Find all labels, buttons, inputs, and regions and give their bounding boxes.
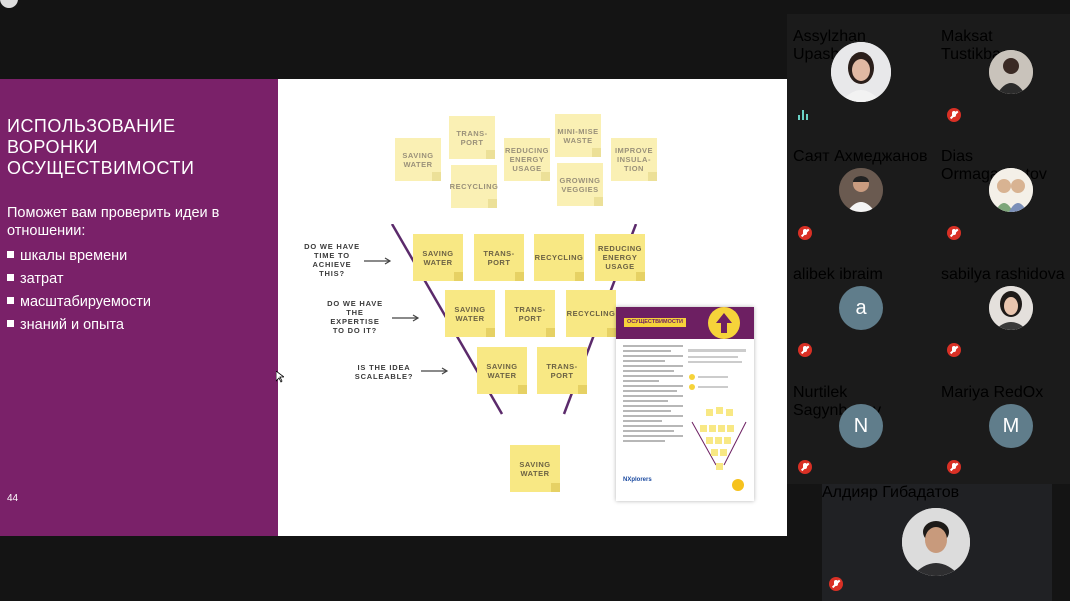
sticky-note: IMPROVE INSULA-TION [611, 138, 657, 181]
mini-funnel-graphic [688, 349, 747, 470]
sticky-note: RECYCLING [450, 165, 498, 208]
sticky-note: TRANS-PORT [449, 116, 495, 159]
worksheet-text-lines [623, 345, 683, 445]
sticky-note: RECYCLING [566, 290, 616, 337]
sticky-note: RECYCLING [534, 234, 584, 281]
sticky-note: SAVING WATER [477, 347, 527, 394]
shared-presentation-slide: ИСПОЛЬЗОВАНИЕ ВОРОНКИ ОСУЩЕСТВИМОСТИ Пом… [0, 79, 787, 536]
participant-tile[interactable]: M Mariya RedOx [941, 384, 1070, 484]
window-top-bar [0, 0, 1070, 14]
bullet-text: масштабируемости [20, 294, 151, 310]
funnel-question: DO WE HAVE THE EXPERTISE TO DO IT? [327, 299, 383, 335]
slide-title: ИСПОЛЬЗОВАНИЕ ВОРОНКИ ОСУЩЕСТВИМОСТИ [7, 116, 194, 179]
participant-tile[interactable]: N Nurtilek Sagynbayev [793, 384, 929, 484]
up-arrow-badge-icon [708, 307, 740, 339]
avatar [831, 42, 891, 102]
bullet-square-icon [7, 297, 14, 304]
sticky-note-result: SAVING WATER [510, 445, 560, 492]
participant-tile[interactable]: sabilya rashidova [941, 266, 1070, 376]
funnel-question: DO WE HAVE TIME TO ACHIEVE THIS? [304, 242, 360, 278]
sticky-note: SAVING WATER [445, 290, 495, 337]
sticky-note: REDUCING ENERGY USAGE [595, 234, 645, 281]
participant-tile[interactable]: Maksat Tustikbaev [941, 28, 1070, 138]
bullet-text: затрат [20, 271, 64, 287]
sticky-note: GROWING VEGGIES [557, 163, 603, 206]
bullet-item: шкалы времени [7, 245, 151, 268]
participant-tile[interactable]: Dias Ormaganbetov [941, 148, 1070, 258]
participant-name: Алдияр Гибадатов [822, 484, 960, 501]
slide-left-panel: ИСПОЛЬЗОВАНИЕ ВОРОНКИ ОСУЩЕСТВИМОСТИ Пом… [0, 79, 278, 536]
avatar: a [839, 286, 883, 330]
sticky-note: TRANS-PORT [537, 347, 587, 394]
microphone-muted-icon [947, 108, 961, 122]
slide-page-number: 44 [7, 493, 19, 504]
participant-tile[interactable]: Саят Ахмеджанов [793, 148, 929, 258]
mouse-cursor-icon [276, 371, 284, 383]
avatar [839, 168, 883, 212]
participant-name: alibek ibraim [793, 266, 883, 283]
slide-title-line: ИСПОЛЬЗОВАНИЕ [7, 116, 176, 136]
bullet-item: затрат [7, 268, 151, 291]
sticky-note: SAVING WATER [395, 138, 441, 181]
participant-name: Саят Ахмеджанов [793, 148, 928, 165]
slide-bullet-list: шкалы времени затрат масштабируемости зн… [7, 245, 151, 337]
microphone-muted-icon [947, 460, 961, 474]
sticky-note: TRANS-PORT [474, 234, 524, 281]
bullet-square-icon [7, 274, 14, 281]
worksheet-thumbnail: ОСУЩЕСТВИМОСТИ NXplorers [616, 307, 754, 501]
bullet-text: знаний и опыта [20, 317, 124, 333]
avatar: N [839, 404, 883, 448]
avatar: M [989, 404, 1033, 448]
funnel-question: IS THE IDEA SCALEABLE? [354, 363, 414, 381]
avatar [989, 286, 1033, 330]
slide-title-line: ВОРОНКИ [7, 137, 98, 157]
microphone-muted-icon [829, 577, 843, 591]
avatar [902, 508, 970, 576]
participants-panel [787, 14, 1070, 484]
arrow-right-icon [421, 367, 449, 375]
avatar [989, 50, 1033, 94]
microphone-muted-icon [798, 226, 812, 240]
sticky-note: MINI-MISE WASTE [555, 114, 601, 157]
bullet-text: шкалы времени [20, 248, 128, 264]
shell-logo-icon [732, 479, 744, 491]
participant-name: sabilya rashidova [941, 266, 1065, 283]
sticky-note: TRANS-PORT [505, 290, 555, 337]
slide-title-line: ОСУЩЕСТВИМОСТИ [7, 158, 195, 178]
participant-name: Mariya RedOx [941, 384, 1044, 401]
microphone-muted-icon [947, 343, 961, 357]
arrow-right-icon [364, 257, 392, 265]
bullet-item: масштабируемости [7, 291, 151, 314]
sticky-note: REDUCING ENERGY USAGE [504, 138, 550, 181]
bullet-item: знаний и опыта [7, 314, 151, 337]
participant-tile[interactable]: Assylzhan Upasheva [793, 28, 929, 138]
participant-tile[interactable]: Алдияр Гибадатов [822, 484, 1052, 601]
participant-tile[interactable]: a alibek ibraim [793, 266, 929, 376]
microphone-muted-icon [798, 343, 812, 357]
nxplorers-logo: NXplorers [623, 477, 652, 483]
bullet-square-icon [7, 320, 14, 327]
arrow-right-icon [392, 314, 420, 322]
speaking-indicator-icon [798, 110, 810, 120]
microphone-muted-icon [947, 226, 961, 240]
worksheet-tag: ОСУЩЕСТВИМОСТИ [624, 318, 686, 327]
sticky-note: SAVING WATER [413, 234, 463, 281]
microphone-muted-icon [798, 460, 812, 474]
app-icon [0, 0, 18, 8]
slide-subtitle: Поможет вам проверить идеи в отношении: [7, 205, 220, 239]
avatar [989, 168, 1033, 212]
bullet-square-icon [7, 251, 14, 258]
